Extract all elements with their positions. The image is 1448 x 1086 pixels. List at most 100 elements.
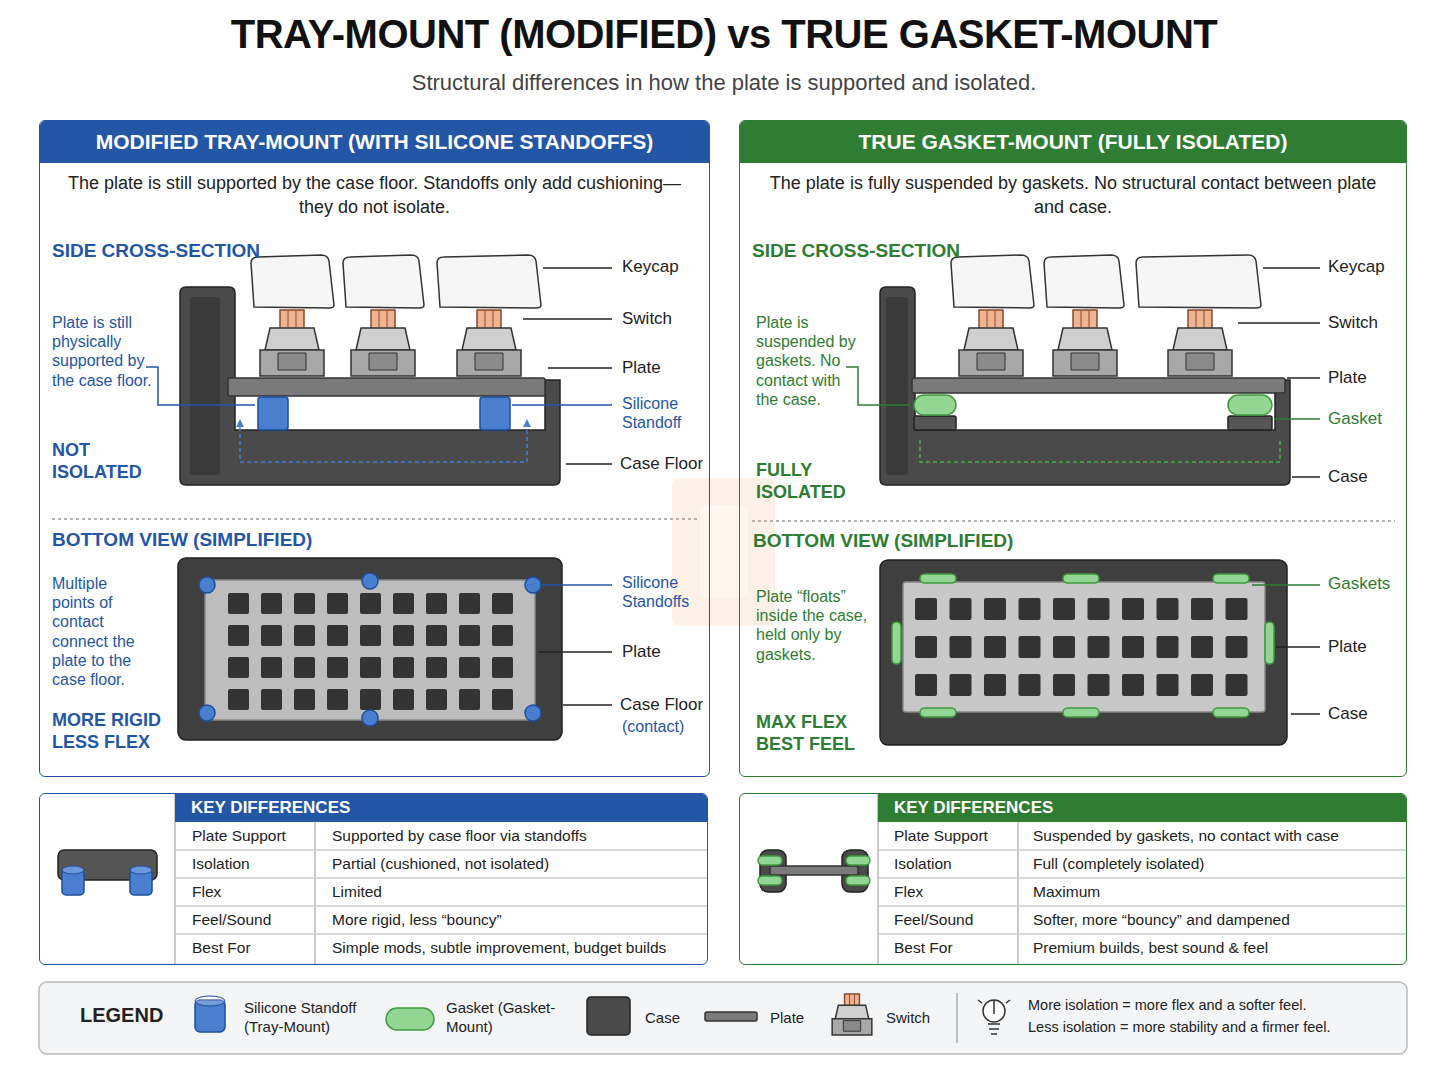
leader-line xyxy=(538,651,612,653)
leader-line xyxy=(563,704,612,706)
switch-housing xyxy=(265,328,319,350)
table-rule xyxy=(878,905,1407,907)
label: Feel/Sound xyxy=(192,911,310,930)
gasket xyxy=(1213,708,1249,717)
gasket xyxy=(1228,395,1272,415)
label: Plate xyxy=(622,358,661,378)
label: Gaskets xyxy=(1328,574,1390,594)
silicone-standoff xyxy=(199,577,215,593)
label: Case xyxy=(1328,704,1368,724)
panel: MODIFIED TRAY-MOUNT (WITH SILICONE STAND… xyxy=(39,120,710,777)
label: Plate Support xyxy=(894,827,1012,846)
label: More rigid, less “bouncy” xyxy=(332,911,704,930)
label: Flex xyxy=(894,883,1012,902)
label: NOT ISOLATED xyxy=(52,440,152,483)
panel-description: The plate is fully suspended by gaskets.… xyxy=(760,171,1386,219)
key-hole xyxy=(984,674,1006,696)
legend-divider xyxy=(956,993,958,1043)
switch-stem xyxy=(1188,310,1212,330)
legend-text: Gasket (Gasket-Mount) xyxy=(446,999,566,1037)
switch-housing xyxy=(959,350,1023,376)
leader-line xyxy=(566,463,612,465)
key-hole xyxy=(1122,598,1144,620)
switch-housing xyxy=(1058,328,1112,350)
key-hole xyxy=(327,689,348,710)
key-hole xyxy=(950,598,972,620)
switch-housing xyxy=(278,353,306,370)
label: Feel/Sound xyxy=(894,911,1012,930)
label: Plate is still physically supported by t… xyxy=(52,313,152,390)
table-rule xyxy=(175,905,708,907)
label: Best For xyxy=(192,939,310,958)
key-hole xyxy=(1226,674,1248,696)
gasket-icon xyxy=(846,856,870,865)
key-hole xyxy=(1191,636,1213,658)
key-hole xyxy=(261,625,282,646)
switch-housing xyxy=(1053,350,1117,376)
key-hole xyxy=(1157,598,1179,620)
key-hole xyxy=(228,657,249,678)
bulb-icon xyxy=(978,1000,1010,1034)
label: BOTTOM VIEW (SIMPLIFIED) xyxy=(753,530,1013,553)
leader-line xyxy=(512,404,612,406)
key-hole xyxy=(393,657,414,678)
panel-description: The plate is still supported by the case… xyxy=(60,171,689,219)
plate-icon xyxy=(770,866,858,875)
switch-housing xyxy=(1168,350,1232,376)
key-hole xyxy=(915,636,937,658)
label: Supported by case floor via standoffs xyxy=(332,827,704,846)
label: Partial (cushioned, not isolated) xyxy=(332,855,704,874)
leader-line xyxy=(523,318,612,320)
table-rule xyxy=(878,933,1407,935)
isolation-path xyxy=(920,440,1280,462)
key-hole xyxy=(492,689,513,710)
key-hole xyxy=(1053,636,1075,658)
silicone-standoff xyxy=(525,705,541,721)
switch-stem xyxy=(987,311,995,329)
gasket xyxy=(920,574,956,583)
label: Silicone Standoff xyxy=(622,394,706,432)
label: Premium builds, best sound & feel xyxy=(1033,939,1403,958)
gasket xyxy=(1063,574,1099,583)
legend-swatch xyxy=(195,996,225,1006)
gasket xyxy=(920,708,956,717)
key-hole xyxy=(459,657,480,678)
key-hole xyxy=(1191,598,1213,620)
table-rule xyxy=(175,849,708,851)
case xyxy=(880,560,1287,745)
key-hole xyxy=(261,689,282,710)
leader-line xyxy=(1276,646,1320,648)
panel-heading: MODIFIED TRAY-MOUNT (WITH SILICONE STAND… xyxy=(40,121,709,163)
leader-line xyxy=(1252,584,1320,586)
leader-line xyxy=(1291,713,1320,715)
key-hole xyxy=(1019,674,1041,696)
table-rule xyxy=(175,877,708,879)
plate xyxy=(912,378,1285,393)
key-hole xyxy=(950,636,972,658)
label: Plate xyxy=(1328,368,1367,388)
label: Less isolation = more stability and a fi… xyxy=(1028,1019,1406,1036)
switch-stem xyxy=(1196,311,1204,329)
label: Simple mods, subtle improvement, budget … xyxy=(332,939,704,958)
switch-stem xyxy=(979,310,1003,330)
key-hole xyxy=(1191,674,1213,696)
key-hole xyxy=(1088,674,1110,696)
key-hole xyxy=(294,657,315,678)
label: Plate “floats” inside the case, held onl… xyxy=(756,587,868,664)
key-hole xyxy=(294,689,315,710)
standoff-icon xyxy=(62,866,84,874)
key-hole xyxy=(1226,636,1248,658)
panel-heading: KEY DIFFERENCES xyxy=(175,794,707,822)
key-hole xyxy=(459,625,480,646)
gasket-icon xyxy=(758,856,782,865)
label: Isolation xyxy=(894,855,1012,874)
key-hole xyxy=(360,593,381,614)
key-hole xyxy=(360,625,381,646)
key-hole xyxy=(393,689,414,710)
gasket xyxy=(1213,574,1249,583)
legend-text: Switch xyxy=(886,1009,951,1028)
switch-stem xyxy=(850,995,855,1006)
key-hole xyxy=(950,674,972,696)
label: SIDE CROSS-SECTION xyxy=(52,240,260,263)
key-hole xyxy=(1122,636,1144,658)
